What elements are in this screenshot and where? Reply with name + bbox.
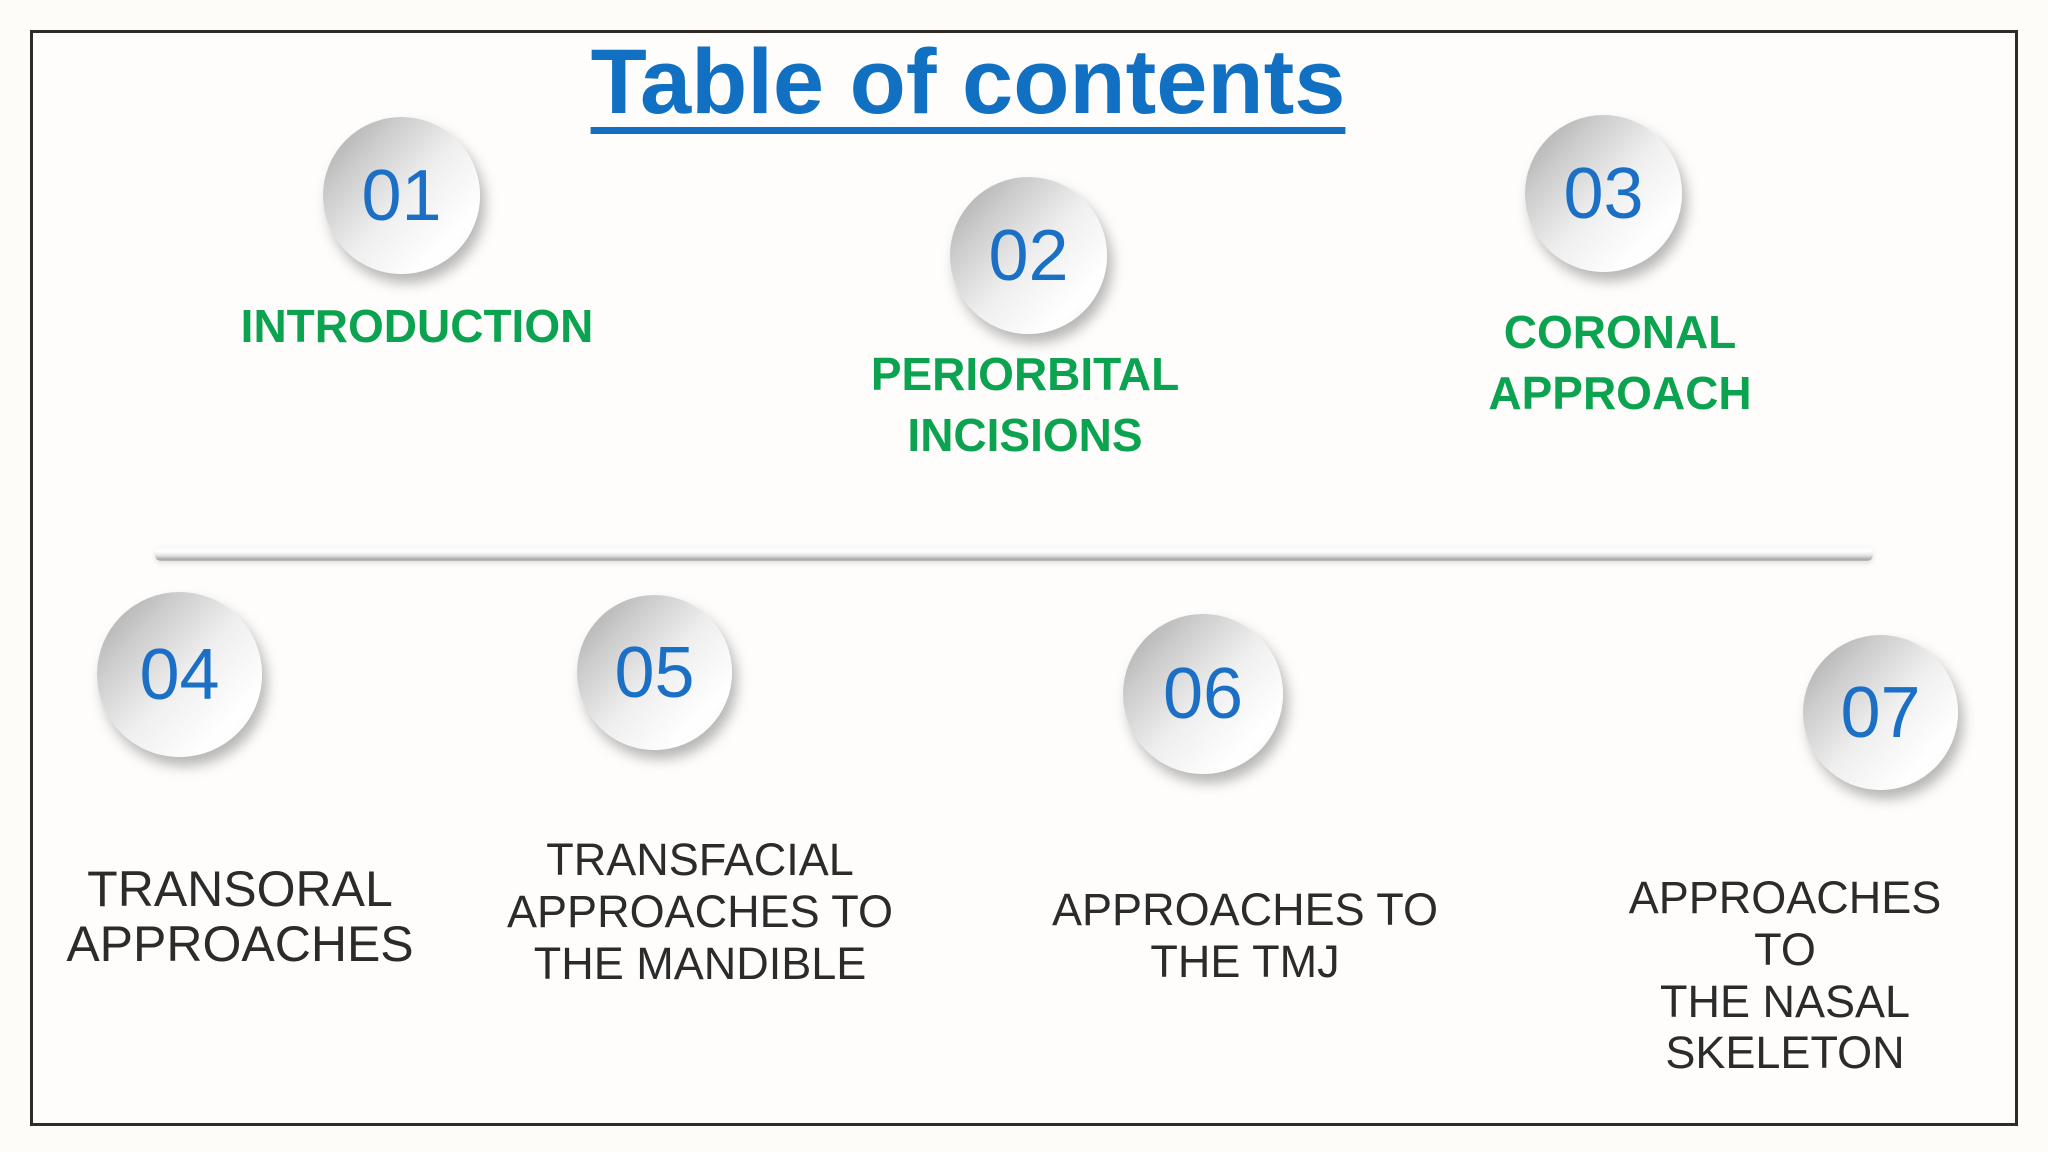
toc-item-01-number: 01	[361, 155, 442, 236]
toc-item-06-label: APPROACHES TO THE TMJ	[1052, 884, 1438, 987]
toc-item-05-label: TRANSFACIAL APPROACHES TO THE MANDIBLE	[507, 834, 893, 989]
toc-item-01-label: INTRODUCTION	[240, 300, 594, 352]
toc-item-03-label: CORONAL APPROACH	[1488, 306, 1752, 419]
toc-item-04-label: TRANSORAL APPROACHES	[66, 861, 414, 972]
page-title: Table of contents	[590, 31, 1346, 133]
toc-item-02-badge: 02	[950, 177, 1107, 334]
toc-item-04-badge: 04	[97, 592, 262, 757]
divider-line	[155, 545, 1873, 561]
toc-item-07-badge: 07	[1803, 635, 1958, 790]
toc-item-03-badge: 03	[1525, 115, 1682, 272]
toc-item-02-number: 02	[988, 215, 1069, 296]
toc-item-03-number: 03	[1563, 153, 1644, 234]
toc-item-05-number: 05	[614, 632, 695, 713]
toc-item-02-label: PERIORBITAL INCISIONS	[870, 348, 1180, 461]
toc-item-07-label: APPROACHES TO THE NASAL SKELETON	[1628, 872, 1942, 1079]
toc-item-07-number: 07	[1840, 672, 1921, 753]
toc-item-06-number: 06	[1162, 654, 1244, 734]
toc-item-06-badge: 06	[1123, 614, 1283, 774]
toc-item-04-number: 04	[139, 634, 220, 715]
toc-item-05-badge: 05	[577, 595, 732, 750]
toc-item-01-badge: 01	[323, 117, 480, 274]
